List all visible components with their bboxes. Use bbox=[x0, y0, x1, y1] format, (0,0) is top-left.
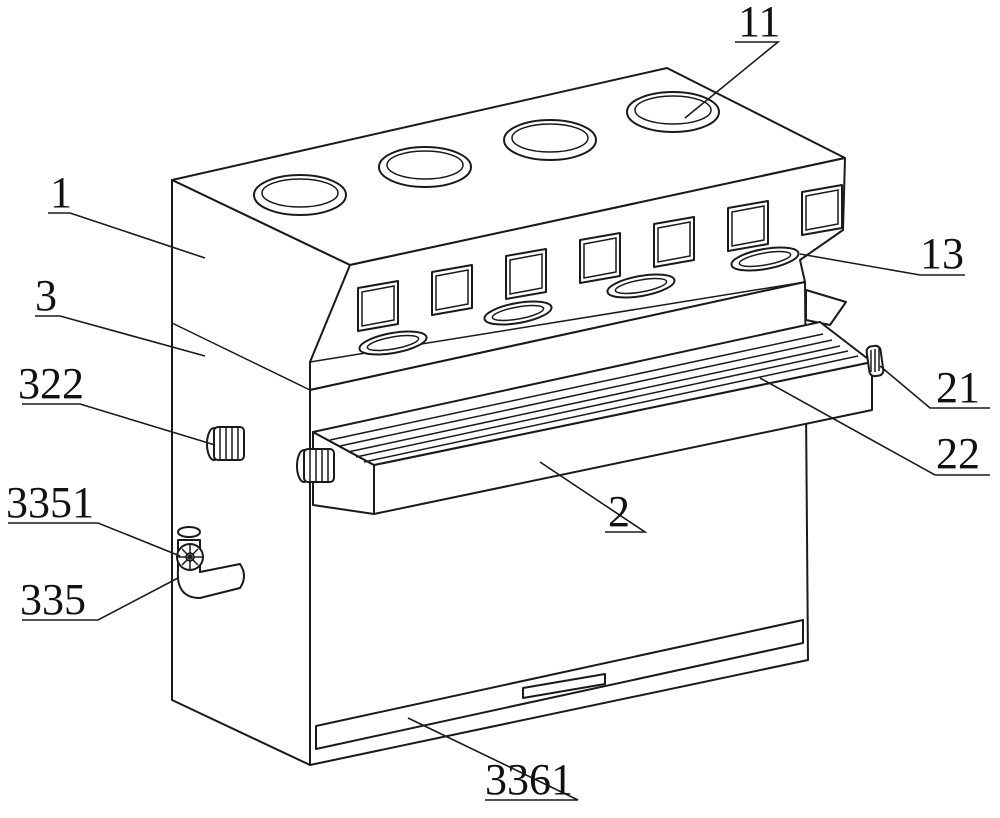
front-windows bbox=[357, 184, 843, 332]
label-3361: 3361 bbox=[485, 755, 573, 804]
label-3: 3 bbox=[35, 271, 57, 320]
leader-lines bbox=[8, 41, 990, 801]
square-window bbox=[579, 232, 621, 284]
label-1: 1 bbox=[50, 168, 72, 217]
knob-tray-right bbox=[865, 344, 885, 378]
label-21: 21 bbox=[936, 363, 980, 412]
ring-opening bbox=[378, 146, 472, 188]
knob-tray-left bbox=[296, 448, 335, 483]
label-2: 2 bbox=[608, 487, 630, 536]
square-window bbox=[431, 264, 473, 316]
square-window bbox=[801, 184, 843, 236]
drawer-handle bbox=[522, 673, 606, 699]
square-window bbox=[653, 216, 695, 268]
top-ring-openings bbox=[253, 91, 720, 216]
ring-opening bbox=[626, 91, 720, 133]
label-3351: 3351 bbox=[6, 478, 94, 527]
callout-labels: 11 1 13 3 322 21 22 3351 2 335 3361 bbox=[6, 0, 980, 804]
slot-openings bbox=[358, 246, 800, 356]
valve-wheel-icon bbox=[176, 543, 204, 571]
tray bbox=[312, 321, 873, 515]
side-tray-lip bbox=[805, 289, 847, 326]
ring-opening bbox=[253, 174, 347, 216]
ring-opening bbox=[503, 119, 597, 161]
square-window bbox=[505, 248, 547, 300]
label-13: 13 bbox=[920, 229, 964, 278]
square-window bbox=[357, 280, 399, 332]
square-window bbox=[727, 200, 769, 252]
label-22: 22 bbox=[936, 429, 980, 478]
housing-front-panel bbox=[309, 157, 846, 391]
label-335: 335 bbox=[20, 575, 86, 624]
label-11: 11 bbox=[738, 0, 780, 46]
label-322: 322 bbox=[18, 359, 84, 408]
